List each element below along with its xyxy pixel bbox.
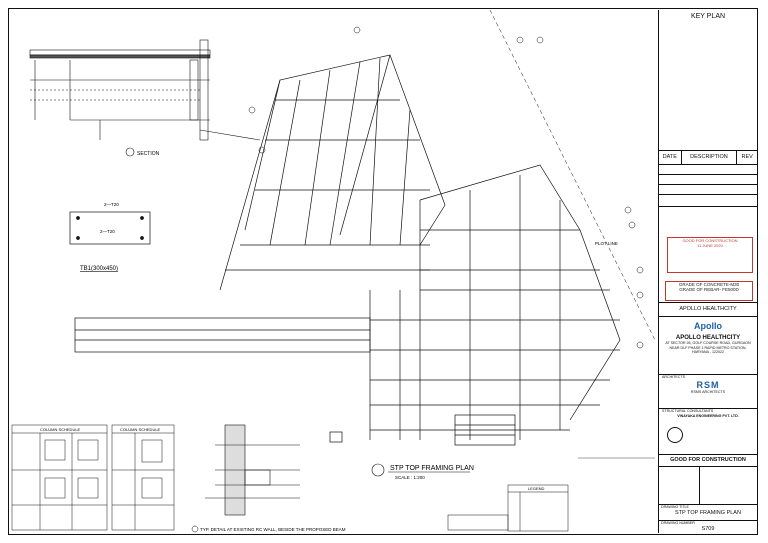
plan-scale: SCALE : 1:200 xyxy=(395,475,425,480)
drawing-number-block: DRAWING NUMBER S709 xyxy=(659,520,757,533)
plot-line-dashed xyxy=(489,9,656,341)
grid-markers xyxy=(248,26,644,349)
approval-area: GOOD FOR CONSTRUCTION 11 JUNE 2020 GRADE… xyxy=(659,206,757,302)
revision-row xyxy=(659,184,757,194)
structural-logo-icon xyxy=(667,427,683,443)
issue-table xyxy=(659,466,757,505)
legend-block xyxy=(507,484,569,532)
structural-label: STRUCTURAL CONSULTANTS xyxy=(662,409,714,413)
column-schedule-2 xyxy=(111,424,175,531)
revision-row xyxy=(659,194,757,204)
beam-label: TB1(300x450) xyxy=(80,266,118,272)
architect-logo: RSM xyxy=(696,379,720,390)
construction-stamp: GOOD FOR CONSTRUCTION 11 JUNE 2020 xyxy=(667,237,753,273)
detail-marker xyxy=(191,525,199,533)
framing-plan xyxy=(74,54,621,446)
architect-name: RSMS ARCHITECTS xyxy=(690,389,726,394)
plot-line-label: PLOT LINE xyxy=(595,241,618,246)
grade-rebar: GRADE OF REBAR- FE500D xyxy=(679,287,739,292)
architects-label: ARCHITECTS xyxy=(662,375,685,379)
rev-header-rev: REV xyxy=(741,154,753,160)
wall-detail xyxy=(205,424,300,516)
stamp-line-1: GOOD FOR CONSTRUCTION xyxy=(682,238,738,243)
detail-title: TYP. DETAIL AT EXISTING RC WALL, BESIDE … xyxy=(200,527,346,532)
structural-name: VINAYAKA ENGINEERING PVT. LTD. xyxy=(677,413,739,418)
plan-title: STP TOP FRAMING PLAN xyxy=(390,465,474,472)
drawing-title-block: DRAWING TITLE STP TOP FRAMING PLAN xyxy=(659,504,757,520)
drawing-title: STP TOP FRAMING PLAN xyxy=(675,509,741,516)
column-schedule-1 xyxy=(11,424,108,531)
rev-header-date: DATE xyxy=(659,151,682,164)
column-schedule-1-title: COLUMN SCHEDULE xyxy=(40,427,81,432)
rev-header-description: DESCRIPTION xyxy=(682,151,738,164)
key-plan: KEY PLAN xyxy=(659,10,757,140)
notes-block xyxy=(447,457,655,531)
title-block: KEY PLAN DATE DESCRIPTION REV GOOD FOR C… xyxy=(658,10,757,533)
grade-box: GRADE OF CONCRETE-M30 GRADE OF REBAR- FE… xyxy=(665,281,753,301)
architect-block: ARCHITECTS RSM RSMS ARCHITECTS xyxy=(659,374,757,408)
revision-row xyxy=(659,174,757,184)
drawing-number-label: DRAWING NUMBER xyxy=(661,521,695,525)
key-plan-title: KEY PLAN xyxy=(690,13,726,20)
client-address: AT SECTOR 26, GOLF COURSE ROAD, GURGAON … xyxy=(665,341,751,354)
section-detail xyxy=(29,39,261,141)
structural-block: STRUCTURAL CONSULTANTS VINAYAKA ENGINEER… xyxy=(659,408,757,454)
client-block: Apollo APOLLO HEALTHCITY AT SECTOR 26, G… xyxy=(659,316,757,374)
section-title: SECTION xyxy=(137,151,160,157)
plan-title-marker xyxy=(371,463,385,477)
revision-header: DATE DESCRIPTION REV xyxy=(659,150,757,164)
client-name: APOLLO HEALTHCITY xyxy=(675,335,741,341)
drawing-title-label: DRAWING TITLE xyxy=(661,505,689,509)
gfc-label: GOOD FOR CONSTRUCTION xyxy=(659,454,757,466)
beam-bar-top: 2—T20 xyxy=(104,202,119,207)
beam-bar-bottom: 2—T20 xyxy=(100,229,115,234)
legend-title: LEGEND xyxy=(528,486,545,491)
sheet-border xyxy=(8,8,758,535)
drawing-number: S709 xyxy=(701,525,715,532)
beam-detail xyxy=(69,211,151,245)
column-schedule-2-title: COLUMN SCHEDULE xyxy=(120,427,161,432)
section-marker xyxy=(125,147,135,157)
stamp-line-2: 11 JUNE 2020 xyxy=(697,243,723,248)
revision-row xyxy=(659,164,757,174)
apollo-logo: Apollo xyxy=(694,321,722,331)
grade-concrete: GRADE OF CONCRETE-M30 xyxy=(678,282,740,287)
client-header: APOLLO HEALTHCITY xyxy=(659,302,757,316)
